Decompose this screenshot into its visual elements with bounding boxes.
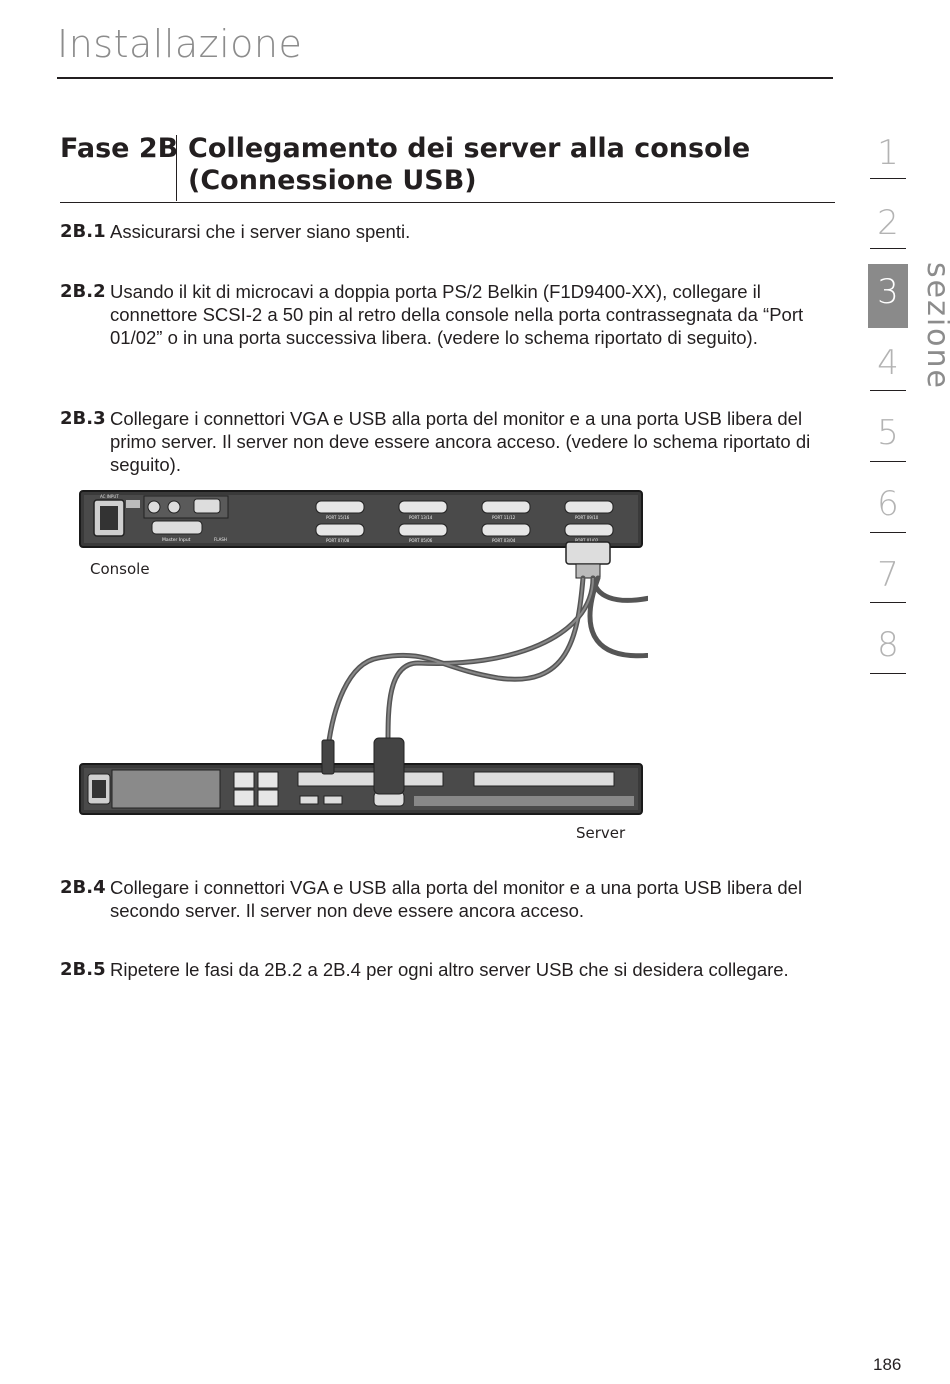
section-nav-item-8[interactable]: 8 <box>877 625 899 665</box>
nav-divider <box>870 602 906 603</box>
paragraph-2b2: 2B.2 Usando il kit di microcavi a doppia… <box>60 280 830 349</box>
console-label: Console <box>90 560 150 578</box>
header-rule <box>57 77 833 79</box>
section-nav-item-1[interactable]: 1 <box>877 133 899 173</box>
paragraph-2b4: 2B.4 Collegare i connettori VGA e USB al… <box>60 876 830 922</box>
step-title: Collegamento dei server alla console (Co… <box>188 133 828 197</box>
section-nav-item-7[interactable]: 7 <box>877 555 899 595</box>
section-nav-item-6[interactable]: 6 <box>877 484 899 524</box>
port-label: PORT 11/12 <box>492 515 516 520</box>
master-input-port-icon <box>151 520 203 535</box>
section-nav-item-3[interactable]: 3 <box>868 264 908 328</box>
port-label: PORT 05/06 <box>409 538 433 543</box>
nav-divider <box>870 178 906 179</box>
paragraph-text: Assicurarsi che i server siano spenti. <box>110 221 411 242</box>
paragraph-text: Usando il kit di microcavi a doppia port… <box>110 281 804 348</box>
step-title-line2: (Connessione USB) <box>188 165 477 196</box>
ethernet-ports <box>233 771 279 807</box>
port-label: PORT 07/08 <box>326 538 350 543</box>
header-title: Installazione <box>57 22 303 66</box>
paragraph-text: Collegare i connettori VGA e USB alla po… <box>110 408 811 475</box>
port-label: PORT 15/16 <box>326 515 350 520</box>
nav-divider <box>870 532 906 533</box>
nav-divider <box>870 673 906 674</box>
paragraph-2b1: 2B.1 Assicurarsi che i server siano spen… <box>60 220 830 243</box>
server-slot <box>473 771 615 787</box>
console-ports <box>315 500 614 537</box>
paragraph-number: 2B.5 <box>60 959 106 980</box>
vga-plug-server-icon <box>373 737 405 795</box>
paragraph-text: Ripetere le fasi da 2B.2 a 2B.4 per ogni… <box>110 959 789 980</box>
server-slot <box>297 771 444 787</box>
nav-divider <box>870 248 906 249</box>
flash-label: FLASH <box>214 537 227 542</box>
scsi-connector-icon <box>565 541 611 565</box>
page-number: 186 <box>873 1355 902 1374</box>
usb-plug-server-icon <box>321 739 335 775</box>
paragraph-2b5: 2B.5 Ripetere le fasi da 2B.2 a 2B.4 per… <box>60 958 830 981</box>
port-label: PORT 13/14 <box>409 515 433 520</box>
port-label: PORT 03/04 <box>492 538 516 543</box>
paragraph-number: 2B.1 <box>60 221 106 242</box>
paragraph-number: 2B.3 <box>60 408 106 429</box>
server-grille <box>414 796 634 806</box>
paragraph-number: 2B.2 <box>60 281 106 302</box>
step-title-line1: Collegamento dei server alla console <box>188 133 751 164</box>
server-label: Server <box>576 824 626 842</box>
section-nav-item-5[interactable]: 5 <box>877 413 899 453</box>
section-nav-item-2[interactable]: 2 <box>877 203 899 243</box>
connection-diagram: AC INPUT Master Input FLASH PORT 15/16 P… <box>78 488 757 848</box>
paragraph-number: 2B.4 <box>60 877 106 898</box>
paragraph-2b3: 2B.3 Collegare i connettori VGA e USB al… <box>60 407 830 476</box>
step-label: Fase 2B <box>60 133 179 164</box>
paragraph-text: Collegare i connettori VGA e USB alla po… <box>110 877 803 921</box>
server-vent <box>111 769 221 809</box>
master-input-label: Master Input <box>162 537 191 543</box>
port-label: PORT 09/10 <box>575 515 599 520</box>
section-nav-item-4[interactable]: 4 <box>877 343 899 383</box>
step-rule <box>60 202 835 203</box>
nav-divider <box>870 390 906 391</box>
sezione-label: sezione <box>920 262 950 390</box>
step-separator <box>176 135 177 201</box>
step-heading: Fase 2B Collegamento dei server alla con… <box>60 133 835 203</box>
server-usb-port-icon <box>299 795 319 805</box>
diagram-drawing: AC INPUT Master Input FLASH PORT 15/16 P… <box>79 490 757 815</box>
server-usb-port-icon <box>323 795 343 805</box>
vga-port-icon <box>193 498 221 514</box>
ac-input-label: AC INPUT <box>100 494 119 499</box>
port-label: PORT 01/02 <box>575 538 599 543</box>
nav-divider <box>870 461 906 462</box>
